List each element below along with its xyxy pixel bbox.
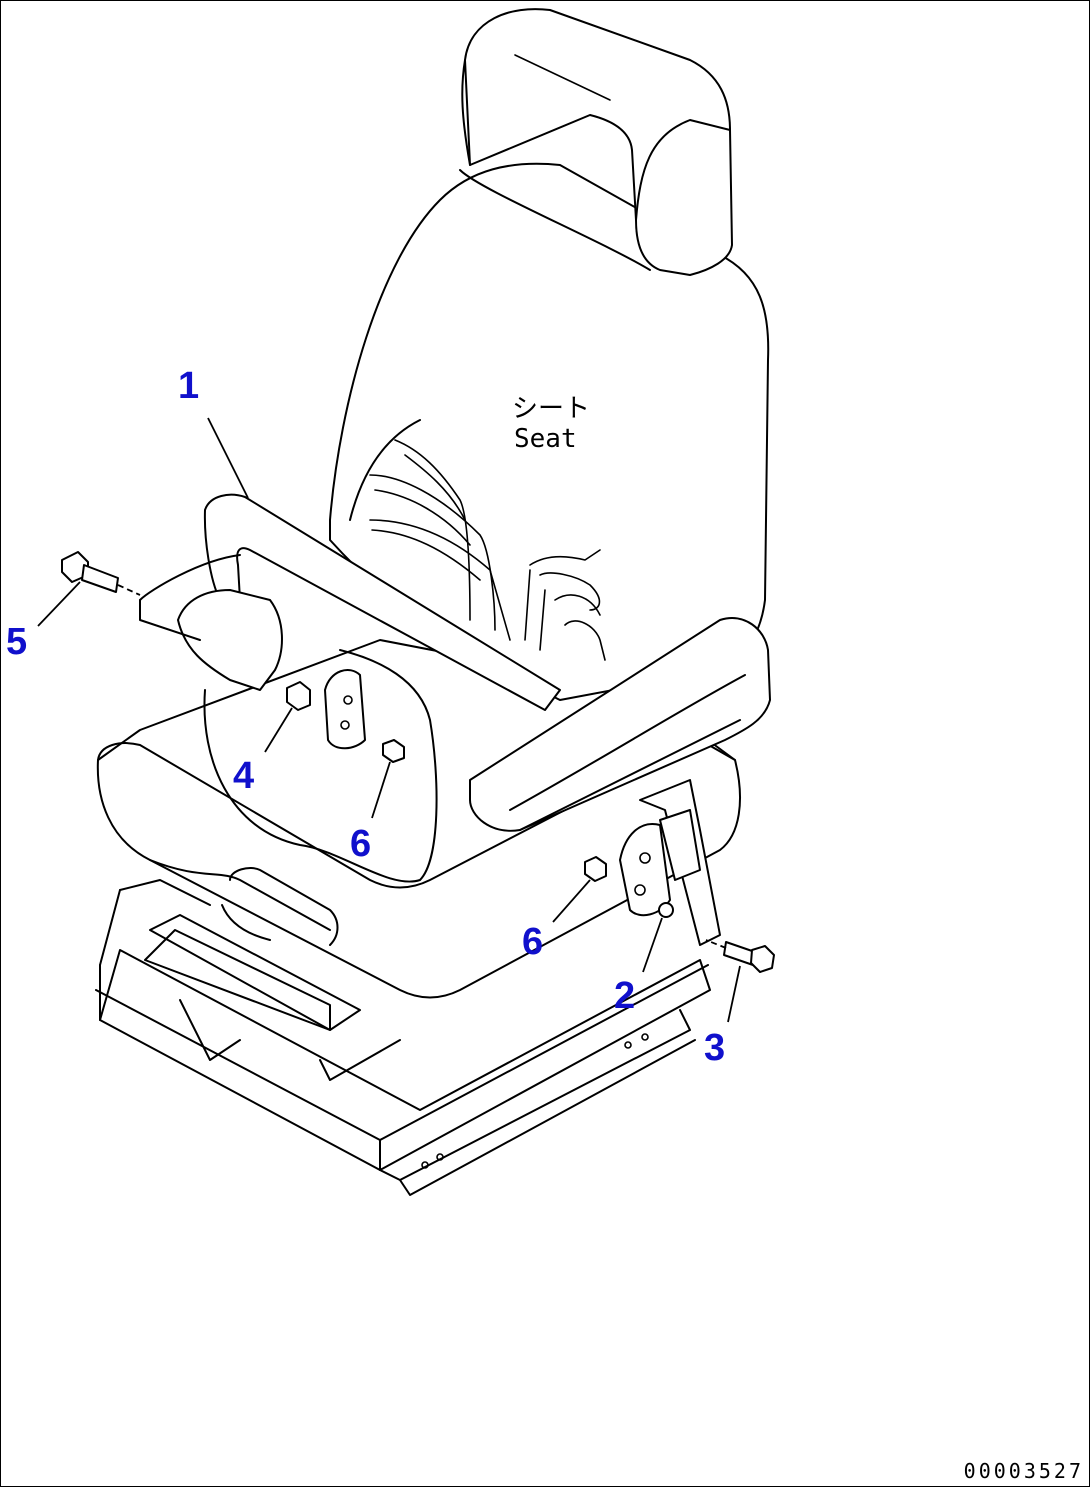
seat-label: シート Seat bbox=[512, 394, 590, 454]
nut-4 bbox=[286, 681, 311, 711]
callout-6b: 6 bbox=[522, 921, 543, 963]
armrest bbox=[469, 617, 771, 832]
nut-6b bbox=[584, 856, 607, 882]
seat-belt bbox=[139, 493, 721, 946]
callout-4: 4 bbox=[233, 755, 254, 797]
bolt-5 bbox=[61, 551, 141, 596]
callout-2: 2 bbox=[614, 975, 635, 1017]
seat-base bbox=[95, 879, 711, 1196]
callout-5: 5 bbox=[6, 621, 27, 663]
seat-label-en: Seat bbox=[514, 424, 577, 454]
headrest bbox=[461, 8, 733, 276]
callout-1: 1 bbox=[178, 365, 199, 407]
seat-back bbox=[329, 162, 770, 701]
hardware bbox=[61, 551, 775, 973]
callout-6a: 6 bbox=[350, 823, 371, 865]
callout-3: 3 bbox=[704, 1027, 725, 1069]
bolt-3 bbox=[705, 939, 775, 973]
seat-label-jp: シート bbox=[512, 394, 590, 424]
leader-lines bbox=[37, 417, 741, 1023]
callout-labels: 1 2 3 4 5 6 6 bbox=[6, 365, 725, 1069]
drawing-code: 00003527 bbox=[963, 1459, 1084, 1483]
washer-2 bbox=[658, 902, 674, 918]
nut-6a bbox=[382, 739, 405, 763]
